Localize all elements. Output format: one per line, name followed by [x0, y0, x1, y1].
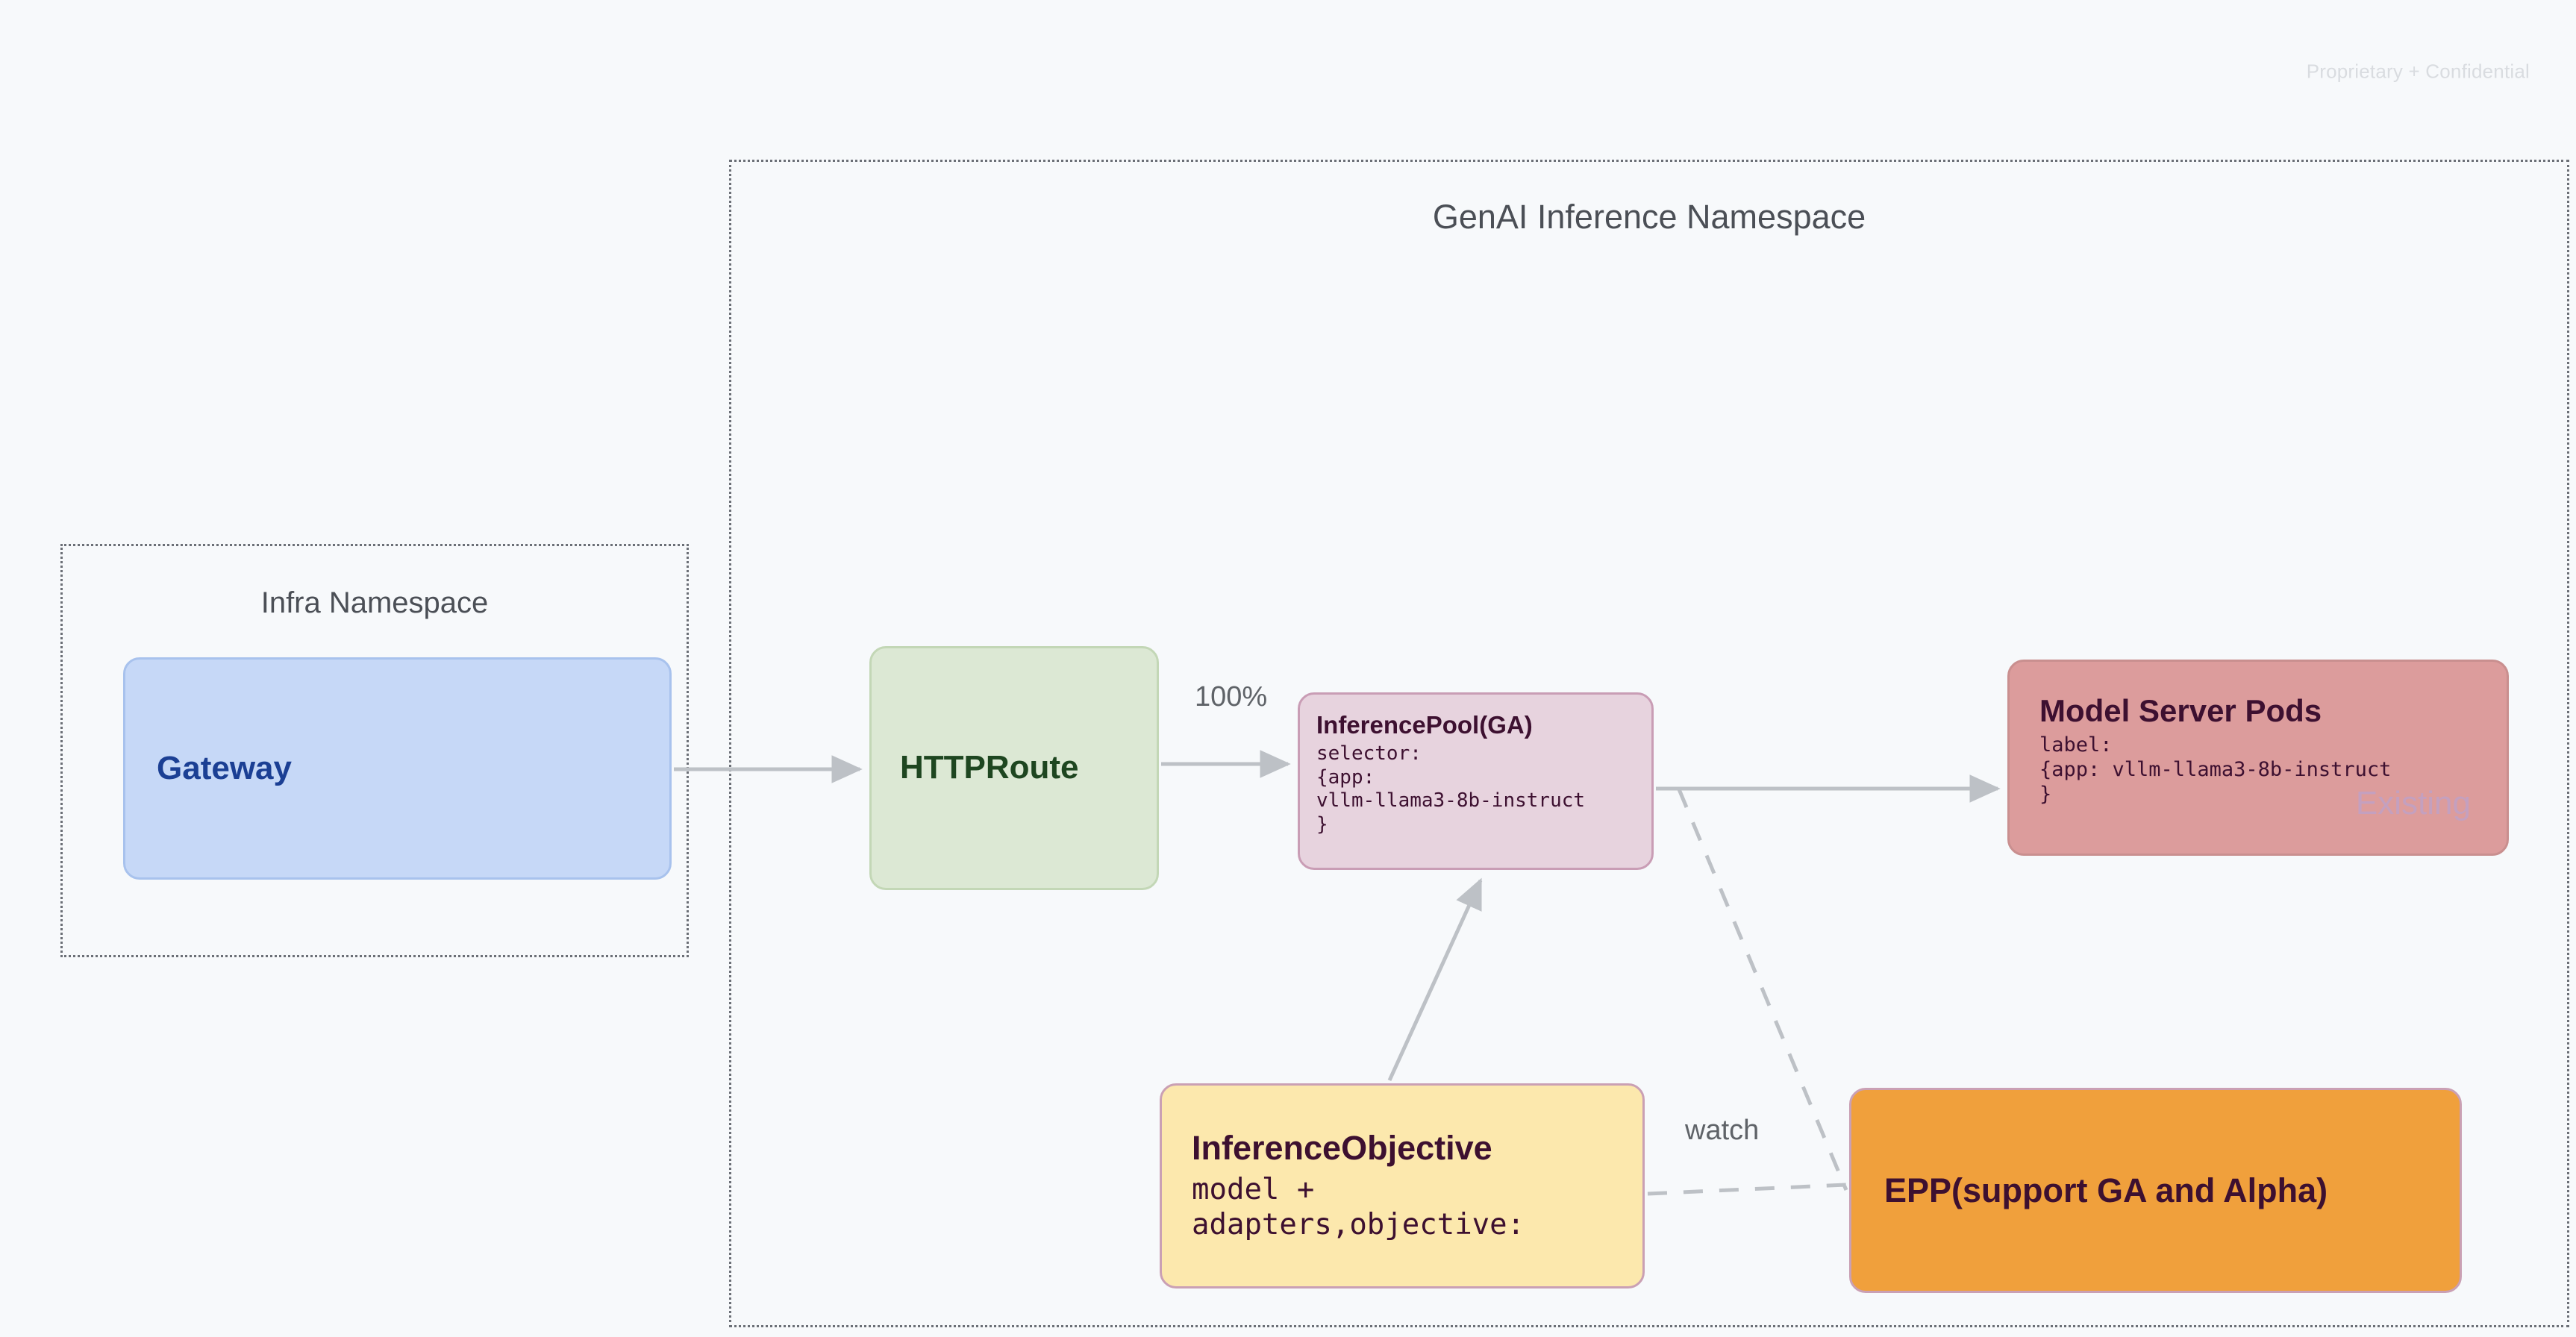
infra-namespace-container: Infra Namespace	[60, 544, 689, 957]
edge-label-traffic-percent: 100%	[1195, 681, 1268, 713]
httproute-node-title: HTTPRoute	[900, 749, 1079, 786]
edge-label-watch: watch	[1685, 1115, 1760, 1146]
inferencepool-node-title: InferencePool(GA)	[1316, 711, 1533, 739]
genai-namespace-title: GenAI Inference Namespace	[1432, 198, 1866, 236]
model-server-pods-node-body: label: {app: vllm-llama3-8b-instruct }	[2039, 733, 2392, 807]
confidential-watermark: Proprietary + Confidential	[2306, 60, 2530, 83]
existing-badge: Existing	[2355, 785, 2471, 821]
epp-node-title: EPP(support GA and Alpha)	[1884, 1171, 2328, 1209]
inferenceobjective-node[interactable]: InferenceObjective model + adapters,obje…	[1160, 1083, 1645, 1289]
inferencepool-node[interactable]: InferencePool(GA) selector: {app: vllm-l…	[1298, 692, 1654, 870]
inferenceobjective-node-title: InferenceObjective	[1192, 1129, 1492, 1168]
gateway-node[interactable]: Gateway	[123, 657, 672, 880]
httproute-node[interactable]: HTTPRoute	[869, 646, 1159, 890]
inferencepool-node-body: selector: {app: vllm-llama3-8b-instruct …	[1316, 742, 1586, 836]
inferenceobjective-node-body: model + adapters,objective:	[1192, 1172, 1525, 1242]
epp-node[interactable]: EPP(support GA and Alpha)	[1849, 1088, 2462, 1293]
gateway-node-title: Gateway	[157, 749, 292, 786]
model-server-pods-node-title: Model Server Pods	[2039, 693, 2322, 728]
model-server-pods-node[interactable]: Model Server Pods label: {app: vllm-llam…	[2007, 660, 2509, 856]
infra-namespace-title: Infra Namespace	[260, 586, 489, 619]
genai-inference-namespace-container: GenAI Inference Namespace	[729, 160, 2569, 1327]
